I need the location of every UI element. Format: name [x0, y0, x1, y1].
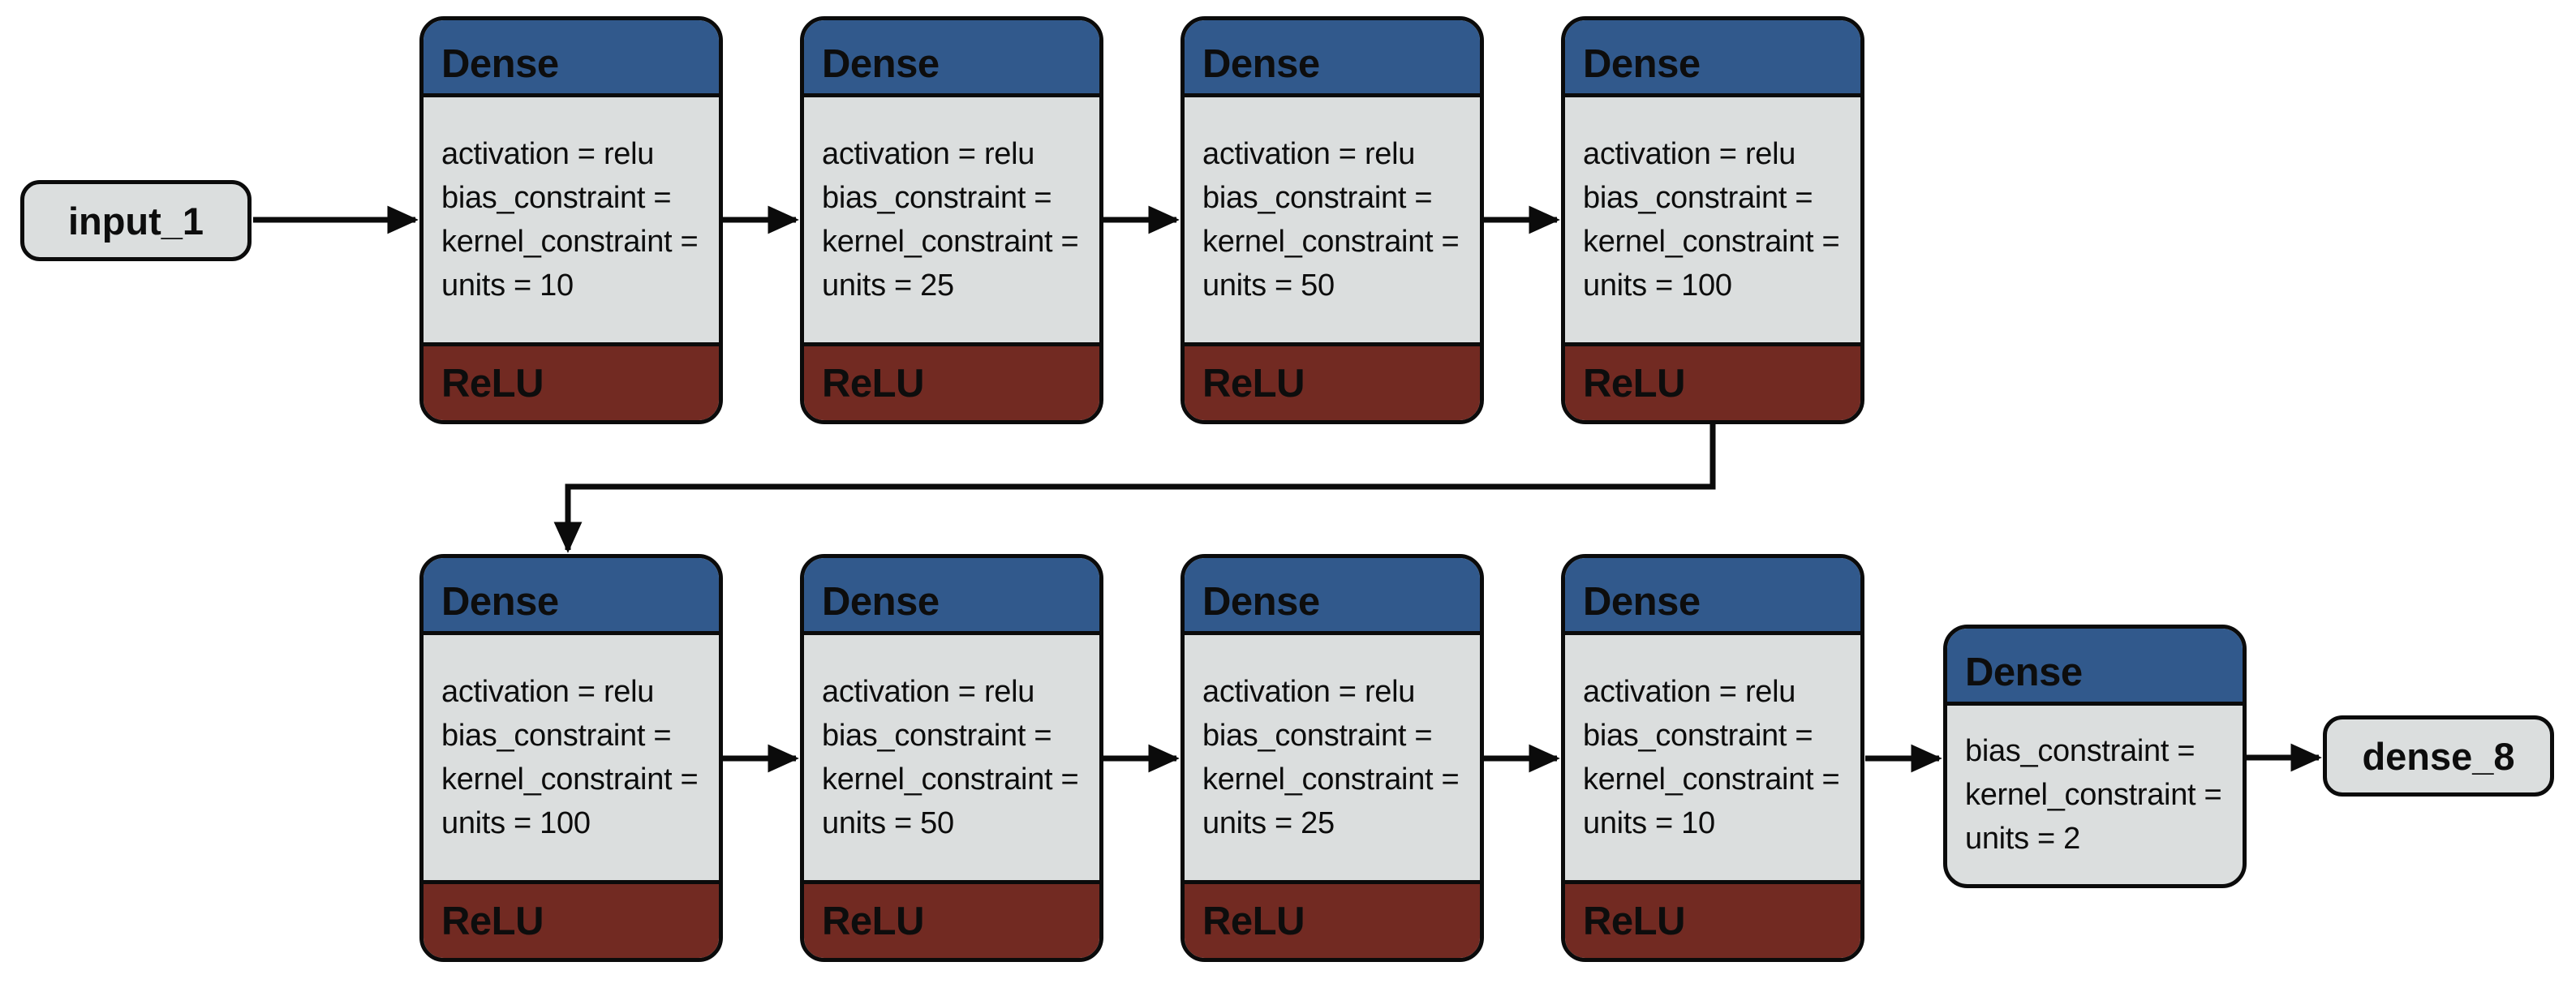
activation-footer: ReLU	[1185, 880, 1480, 958]
layer-type-header: Dense	[424, 20, 719, 97]
layer-type-header: Dense	[804, 558, 1099, 635]
layer-params: bias_constraint = kernel_constraint = un…	[1947, 706, 2243, 884]
param-kernel-constraint: kernel_constraint =	[1583, 225, 1840, 259]
input-node-label: input_1	[67, 199, 204, 243]
layer-type-header: Dense	[1565, 558, 1860, 635]
param-units: units = 50	[822, 806, 954, 840]
layer-params: activation = relu bias_constraint = kern…	[424, 635, 719, 880]
param-activation: activation = relu	[441, 675, 655, 709]
param-units: units = 100	[1583, 268, 1732, 303]
dense-block-9: Dense bias_constraint = kernel_constrain…	[1943, 625, 2247, 888]
input-node: input_1	[20, 180, 252, 261]
output-node: dense_8	[2323, 715, 2554, 797]
param-units: units = 2	[1965, 822, 2081, 856]
param-bias-constraint: bias_constraint =	[1583, 181, 1813, 215]
activation-footer: ReLU	[804, 342, 1099, 420]
dense-block-4: Dense activation = relu bias_constraint …	[1561, 16, 1864, 424]
param-kernel-constraint: kernel_constraint =	[822, 225, 1079, 259]
activation-footer: ReLU	[424, 880, 719, 958]
param-activation: activation = relu	[1202, 137, 1416, 171]
layer-type-header: Dense	[1185, 558, 1480, 635]
layer-params: activation = relu bias_constraint = kern…	[804, 97, 1099, 342]
param-bias-constraint: bias_constraint =	[822, 181, 1052, 215]
dense-block-8: Dense activation = relu bias_constraint …	[1561, 554, 1864, 962]
param-kernel-constraint: kernel_constraint =	[441, 762, 699, 797]
dense-block-7: Dense activation = relu bias_constraint …	[1180, 554, 1484, 962]
param-kernel-constraint: kernel_constraint =	[1583, 762, 1840, 797]
output-node-label: dense_8	[2362, 734, 2515, 778]
param-bias-constraint: bias_constraint =	[822, 719, 1052, 753]
layer-params: activation = relu bias_constraint = kern…	[804, 635, 1099, 880]
param-units: units = 50	[1202, 268, 1335, 303]
layer-params: activation = relu bias_constraint = kern…	[424, 97, 719, 342]
layer-params: activation = relu bias_constraint = kern…	[1185, 635, 1480, 880]
param-bias-constraint: bias_constraint =	[1583, 719, 1813, 753]
param-units: units = 25	[1202, 806, 1335, 840]
param-activation: activation = relu	[1583, 675, 1796, 709]
layer-type-header: Dense	[1185, 20, 1480, 97]
layer-type-header: Dense	[804, 20, 1099, 97]
param-activation: activation = relu	[822, 137, 1035, 171]
dense-block-6: Dense activation = relu bias_constraint …	[800, 554, 1103, 962]
layer-type-header: Dense	[1947, 629, 2243, 706]
param-kernel-constraint: kernel_constraint =	[822, 762, 1079, 797]
param-activation: activation = relu	[1202, 675, 1416, 709]
dense-block-2: Dense activation = relu bias_constraint …	[800, 16, 1103, 424]
param-kernel-constraint: kernel_constraint =	[1202, 762, 1460, 797]
edge-dense4-to-dense5	[553, 423, 1716, 553]
layer-params: activation = relu bias_constraint = kern…	[1565, 635, 1860, 880]
activation-footer: ReLU	[1185, 342, 1480, 420]
param-bias-constraint: bias_constraint =	[1202, 181, 1433, 215]
param-bias-constraint: bias_constraint =	[1202, 719, 1433, 753]
layer-type-header: Dense	[1565, 20, 1860, 97]
param-activation: activation = relu	[1583, 137, 1796, 171]
param-units: units = 10	[1583, 806, 1715, 840]
activation-footer: ReLU	[804, 880, 1099, 958]
param-activation: activation = relu	[822, 675, 1035, 709]
activation-footer: ReLU	[1565, 880, 1860, 958]
param-units: units = 100	[441, 806, 591, 840]
dense-block-1: Dense activation = relu bias_constraint …	[419, 16, 723, 424]
param-bias-constraint: bias_constraint =	[441, 181, 672, 215]
layer-type-header: Dense	[424, 558, 719, 635]
param-kernel-constraint: kernel_constraint =	[441, 225, 699, 259]
dense-block-5: Dense activation = relu bias_constraint …	[419, 554, 723, 962]
activation-footer: ReLU	[424, 342, 719, 420]
dense-block-3: Dense activation = relu bias_constraint …	[1180, 16, 1484, 424]
layer-params: activation = relu bias_constraint = kern…	[1185, 97, 1480, 342]
param-kernel-constraint: kernel_constraint =	[1202, 225, 1460, 259]
activation-footer: ReLU	[1565, 342, 1860, 420]
param-units: units = 10	[441, 268, 574, 303]
layer-params: activation = relu bias_constraint = kern…	[1565, 97, 1860, 342]
param-units: units = 25	[822, 268, 954, 303]
param-activation: activation = relu	[441, 137, 655, 171]
param-kernel-constraint: kernel_constraint =	[1965, 778, 2222, 812]
param-bias-constraint: bias_constraint =	[1965, 734, 2195, 768]
param-bias-constraint: bias_constraint =	[441, 719, 672, 753]
